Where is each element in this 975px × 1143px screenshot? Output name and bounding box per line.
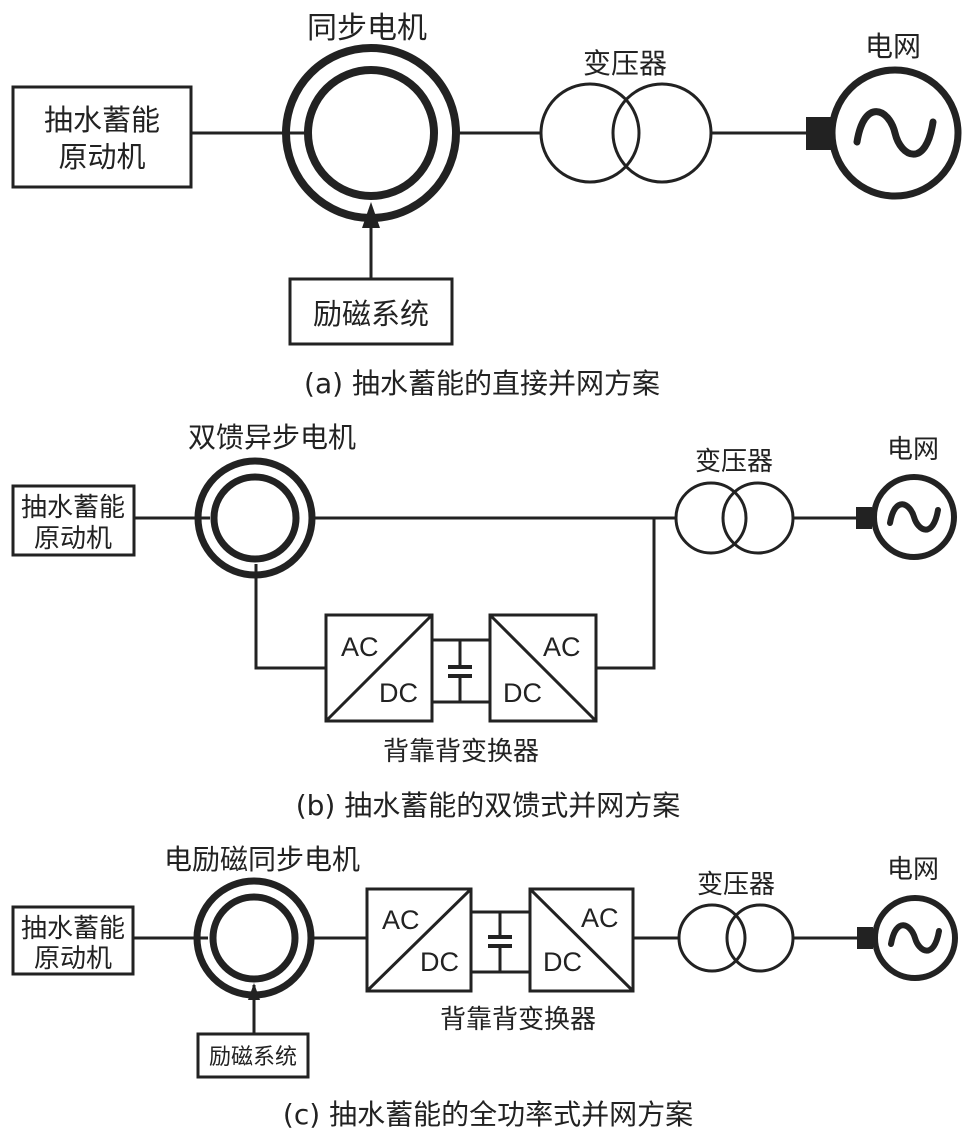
machine-label: 双馈异步电机 [188,421,356,454]
ac-grid-icon [871,474,957,560]
converter-right-ac: AC [543,632,581,662]
grid-label: 电网 [865,30,921,63]
transformer-icon [677,903,795,973]
converter-label: 背靠背变换器 [383,737,539,767]
diagram-a: 同步电机 抽水蓄能 原动机 励磁系统 变压器 电网 (a) 抽水蓄能的直接并网方… [11,11,962,400]
prime-mover-label-line1: 抽水蓄能 [21,914,125,944]
converter-left: AC DC [365,887,473,993]
grid-label: 电网 [887,435,939,465]
dc-link-capacitor-icon [432,638,490,704]
machine-label: 电励磁同步电机 [164,843,360,876]
grid-connector [856,507,872,529]
ac-grid-icon [872,895,958,981]
transformer-icon [674,481,795,555]
doubly-fed-machine-icon [194,457,316,579]
converter-left: AC DC [324,613,434,723]
ac-grid-icon [828,66,962,200]
arrow-up-icon [362,202,380,228]
prime-mover-box [11,484,136,557]
converter-left-ac: AC [341,632,379,662]
converter-right-ac: AC [581,903,619,933]
synchronous-machine-icon [282,44,460,222]
converter-right: AC DC [528,887,635,993]
prime-mover-box [11,905,135,976]
transformer-label: 变压器 [697,870,775,900]
converter-left-dc: DC [420,947,459,977]
diagram-b: 双馈异步电机 抽水蓄能 原动机 AC DC AC [11,421,957,822]
prime-mover-box [11,85,193,189]
caption-c: (c) 抽水蓄能的全功率式并网方案 [283,1098,693,1131]
caption-b: (b) 抽水蓄能的双馈式并网方案 [296,789,681,822]
caption-a: (a) 抽水蓄能的直接并网方案 [304,367,660,400]
prime-mover-label-line1: 抽水蓄能 [21,493,125,523]
grid-connector [857,927,873,949]
transformer-label: 变压器 [695,447,773,477]
transformer-icon [539,82,713,184]
grid-connector [806,117,831,150]
arrow-up-icon [248,983,260,1000]
excitation-box [288,277,454,346]
prime-mover-label-line1: 抽水蓄能 [44,103,160,137]
prime-mover-label-line2: 原动机 [34,944,112,974]
prime-mover-label-line2: 原动机 [34,524,112,554]
converter-right: AC DC [488,613,598,723]
diagram-c: 电励磁同步电机 抽水蓄能 原动机 励磁系统 AC DC [11,843,958,1131]
grid-label: 电网 [887,855,939,885]
prime-mover-label-line2: 原动机 [58,140,145,174]
dc-link-capacitor-icon [471,910,530,974]
converter-left-dc: DC [379,678,418,708]
excitation-label: 励磁系统 [313,297,429,331]
converter-right-dc: DC [503,678,542,708]
converter-right-dc: DC [543,947,582,977]
rotor-line [254,564,326,670]
synchronous-machine-icon [193,877,315,999]
excitation-box [196,1032,310,1079]
excitation-label: 励磁系统 [209,1045,297,1070]
converter-label: 背靠背变换器 [440,1005,596,1035]
machine-label: 同步电机 [307,11,427,46]
transformer-label: 变压器 [583,47,667,80]
converter-left-ac: AC [382,905,420,935]
converter-to-bus-line [596,518,656,670]
